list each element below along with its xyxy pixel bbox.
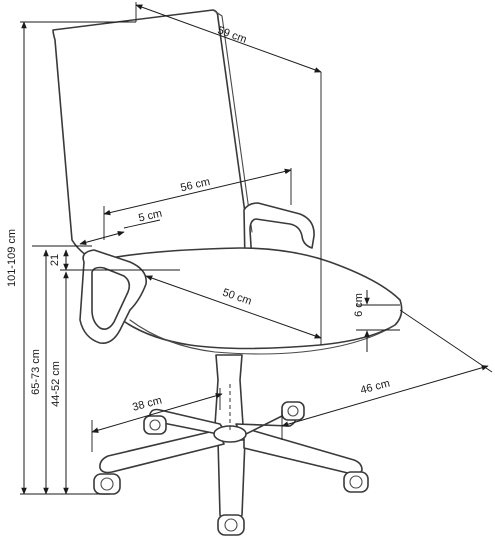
base-leg-right-front: [243, 427, 363, 476]
label-overall-height: 101-109 cm: [6, 229, 18, 287]
label-armrest-height-step: 21: [49, 254, 61, 266]
label-armrest-height: 65-73 cm: [30, 349, 42, 395]
dim-back-width: [135, 4, 322, 73]
caster-back-right: [281, 401, 305, 421]
label-armrest-width: 5 cm: [137, 208, 163, 225]
dim-armrest-width: [79, 230, 125, 246]
caster-back-left: [143, 415, 167, 435]
seat-underside: [129, 319, 396, 355]
label-seat-thickness: 6 cm: [353, 293, 365, 317]
backrest: [52, 9, 253, 263]
dim-seat-width: [281, 365, 489, 427]
dimension-lines: [20, 2, 493, 495]
label-seat-height: 44-52 cm: [50, 361, 62, 407]
base-leg-front: [217, 439, 246, 523]
caster-front: [217, 514, 245, 536]
chair-illustration: [52, 9, 403, 536]
dim-seat-depth: [145, 275, 322, 339]
base-leg-left: [99, 429, 225, 474]
left-armrest-inner: [91, 266, 131, 330]
label-seat-width: 46 cm: [359, 377, 391, 396]
caster-left: [93, 473, 121, 495]
caster-right: [343, 471, 369, 493]
dim-armrest-spread: [103, 168, 292, 216]
dim-base-radius: [91, 393, 223, 433]
